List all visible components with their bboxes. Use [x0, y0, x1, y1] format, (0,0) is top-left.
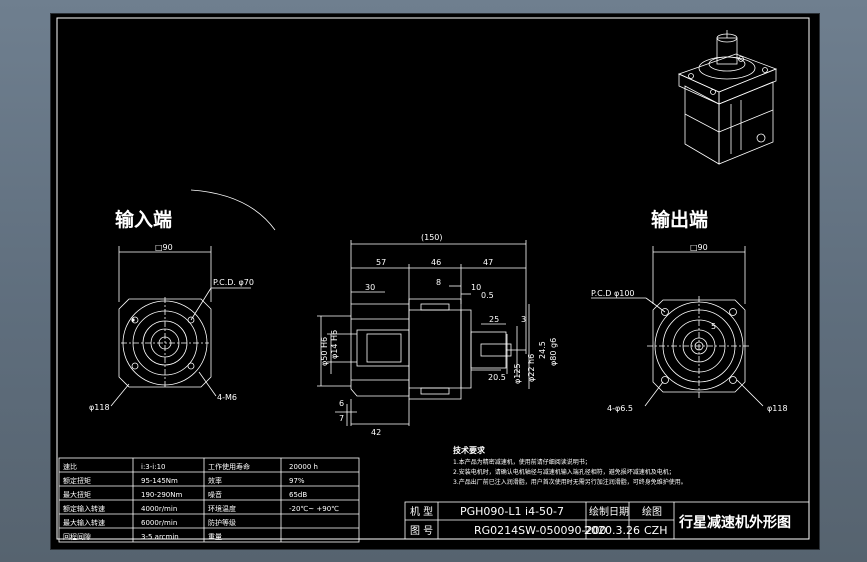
- dim-total: (150): [421, 233, 443, 242]
- dim-phi-22: φ22 h6: [527, 354, 536, 382]
- spec-cell-r2-c3: 65dB: [289, 491, 307, 499]
- spec-table: [58, 457, 360, 543]
- spec-cell-r3-c2: 环境温度: [208, 504, 236, 513]
- spec-cell-r1-c1: 95-145Nm: [141, 477, 178, 485]
- drawer-value: CZH: [644, 524, 668, 537]
- spec-cell-r1-c2: 效率: [208, 476, 222, 485]
- dim-phi-125: φ125: [513, 363, 522, 384]
- dim-0-5: 0.5: [481, 291, 494, 300]
- output-dia-dim: φ118: [767, 404, 788, 413]
- dim-47: 47: [483, 258, 493, 267]
- spec-cell-r1-c3: 97%: [289, 477, 305, 485]
- dim-phi-80: φ80 g6: [549, 338, 558, 366]
- dim-8: 8: [436, 278, 441, 287]
- drawer-label: 绘图: [642, 505, 662, 518]
- isometric-view: [677, 30, 778, 165]
- date-value: 2020.3.26: [584, 524, 640, 537]
- dim-7: 7: [339, 414, 344, 423]
- output-end-label: 输出端: [651, 208, 708, 231]
- drawing-border: [56, 17, 810, 540]
- drawing-no-value: RG0214SW-050090-200: [474, 524, 607, 537]
- spec-cell-r0-c2: 工作使用寿命: [208, 462, 250, 471]
- technical-notes: 技术要求 1.本产品为精密减速机，使用前请仔细阅读说明书； 2.安装电机时，请确…: [453, 445, 687, 486]
- drawing-canvas: 输入端 输出端 □90 P.C.D. φ70 φ118 4-M6: [56, 17, 810, 543]
- spec-cell-r2-c1: 190-290Nm: [141, 491, 182, 499]
- output-holes-dim: 4-φ6.5: [607, 404, 633, 413]
- dim-30: 30: [365, 283, 375, 292]
- dim-phi-50: φ50 H6: [320, 337, 329, 366]
- input-end-view: [110, 246, 251, 407]
- dim-20-5: 20.5: [488, 373, 506, 382]
- dim-10: 10: [471, 283, 481, 292]
- input-width-dim: □90: [155, 243, 173, 252]
- input-pcd-dim: P.C.D. φ70: [213, 278, 254, 287]
- spec-cell-r4-c2: 防护等级: [208, 518, 236, 527]
- spec-cell-r0-c3: 20000 h: [289, 463, 318, 471]
- spec-cell-r3-c3: -20℃~ +90℃: [289, 505, 339, 513]
- note-line-1: 1.本产品为精密减速机，使用前请仔细阅读说明书；: [453, 458, 591, 466]
- input-dia-dim: φ118: [89, 403, 110, 412]
- spec-cell-r5-c1: 3-5 arcmin: [141, 533, 179, 541]
- dim-46: 46: [431, 258, 441, 267]
- spec-cell-r5-c2: 重量: [208, 533, 222, 541]
- spec-table-cells: 速比 i:3-i:10 工作使用寿命 20000 h 额定扭矩 95-145Nm 效率 97%…: [63, 462, 339, 541]
- side-view: [317, 240, 530, 426]
- spec-cell-r4-c0: 最大输入转速: [63, 518, 105, 527]
- note-line-3: 3.产品出厂前已注入润滑脂，用户首次使用时无需另行加注润滑脂，可终身免维护使用。: [453, 478, 687, 486]
- spec-cell-r5-c0: 回程间隙: [63, 532, 91, 541]
- drawing-title: 行星减速机外形图: [678, 514, 791, 531]
- drawing-no-label: 图 号: [410, 525, 433, 537]
- spec-cell-r3-c0: 额定输入转速: [63, 504, 105, 513]
- output-key-dim: 5: [711, 322, 716, 331]
- note-line-2: 2.安装电机时，请确认电机轴径与减速机输入端孔径相符，避免损坏减速机及电机；: [453, 468, 675, 476]
- spec-cell-r1-c0: 额定扭矩: [63, 476, 91, 485]
- output-end-view: [591, 246, 764, 407]
- model-value: PGH090-L1 i4-50-7: [460, 505, 564, 518]
- title-block: [404, 501, 810, 540]
- date-label: 绘制日期: [589, 505, 629, 518]
- dim-42: 42: [371, 428, 381, 437]
- spec-cell-r3-c1: 4000r/min: [141, 505, 177, 513]
- dim-24-5: 24.5: [538, 341, 547, 359]
- spec-cell-r2-c2: 噪音: [208, 490, 222, 499]
- spec-cell-r0-c0: 速比: [63, 462, 77, 471]
- input-end-label: 输入端: [115, 208, 172, 231]
- spec-cell-r4-c1: 6000r/min: [141, 519, 177, 527]
- spec-cell-r2-c0: 最大扭矩: [63, 490, 91, 499]
- model-label: 机 型: [410, 505, 433, 518]
- dim-57: 57: [376, 258, 386, 267]
- spec-cell-r0-c1: i:3-i:10: [141, 463, 166, 471]
- dim-3: 3: [521, 315, 526, 324]
- cad-viewport[interactable]: 输入端 输出端 □90 P.C.D. φ70 φ118 4-M6: [50, 13, 820, 550]
- output-pcd-dim: P.C.D φ100: [591, 289, 635, 298]
- dim-6: 6: [339, 399, 344, 408]
- notes-title: 技术要求: [453, 445, 486, 455]
- arc-line: [190, 189, 276, 231]
- dim-phi-14: φ14 H6: [330, 330, 339, 359]
- output-width-dim: □90: [690, 243, 708, 252]
- dim-25: 25: [489, 315, 499, 324]
- input-holes-dim: 4-M6: [217, 393, 237, 402]
